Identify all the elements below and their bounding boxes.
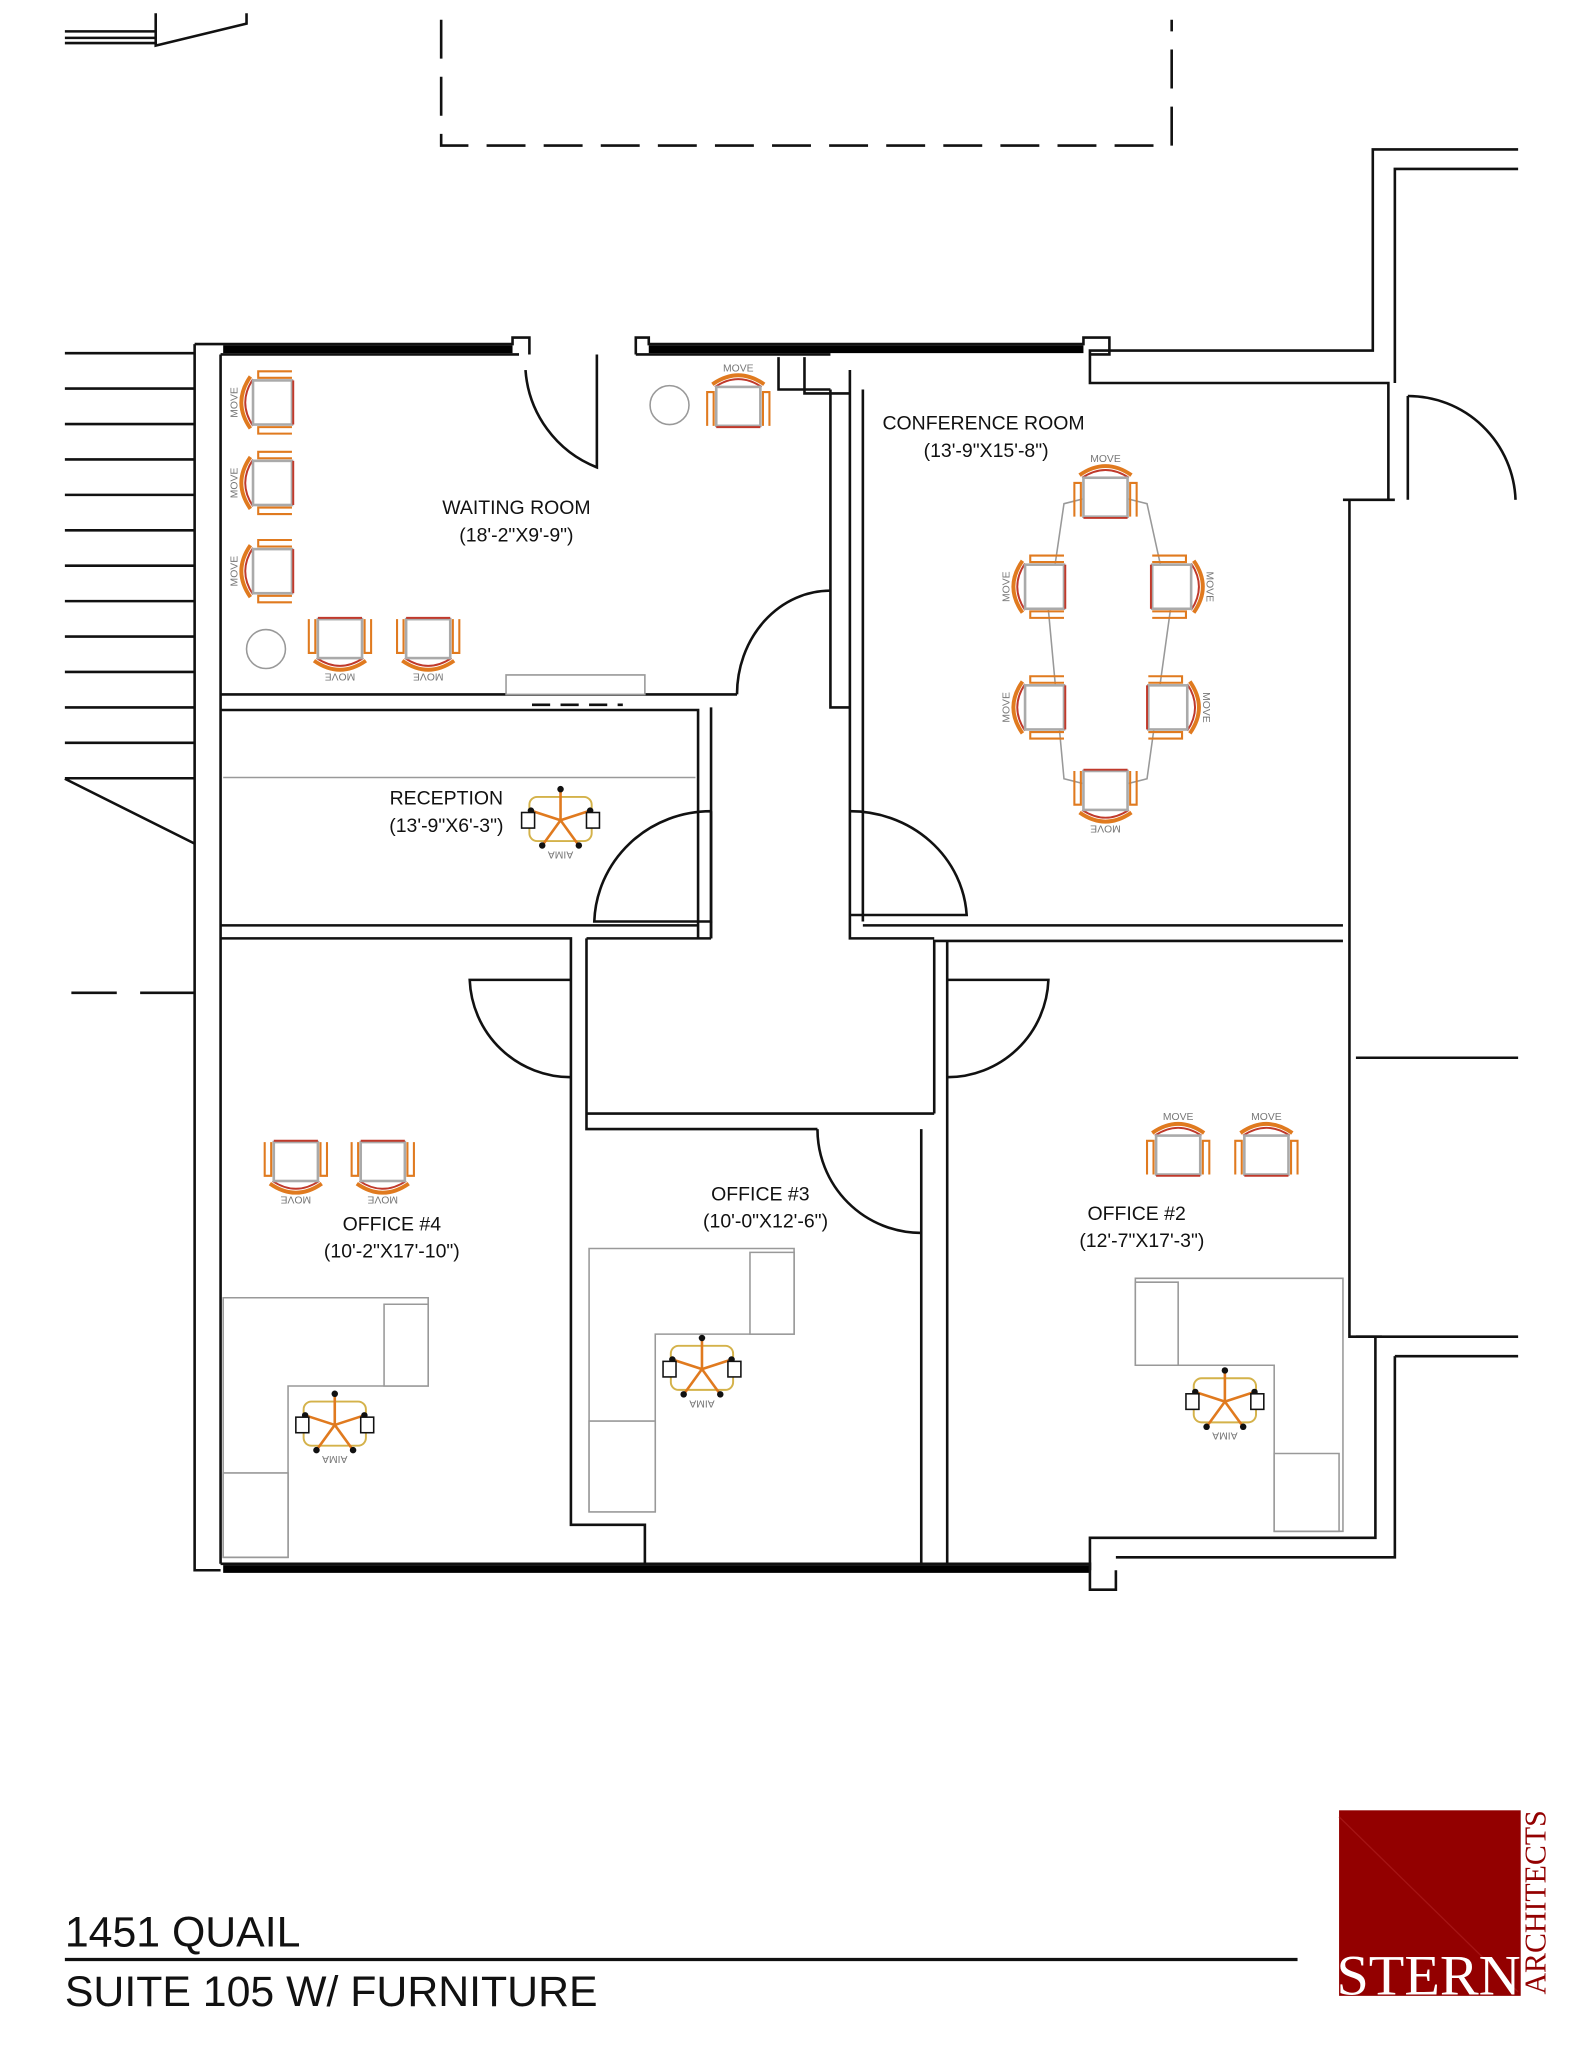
armchair: MOVE <box>263 1139 329 1205</box>
chair-label: MOVE <box>1251 1112 1282 1123</box>
armchair: MOVE <box>1234 1112 1299 1177</box>
task-chair-label: AIMA <box>548 848 573 859</box>
chair-label: MOVE <box>1090 454 1121 465</box>
armchair: MOVE <box>1073 768 1138 833</box>
reception-name: RECEPTION <box>390 788 504 810</box>
chair-label: MOVE <box>229 468 240 499</box>
task-chair: AIMA <box>295 1390 375 1464</box>
chair-label: MOVE <box>1200 692 1211 723</box>
stair-edge <box>64 777 196 995</box>
conference-room-name: CONFERENCE ROOM <box>882 413 1084 435</box>
task-chair-label: AIMA <box>322 1453 347 1464</box>
side-table <box>649 384 690 426</box>
armchair: MOVE <box>1145 1112 1211 1177</box>
project-address: 1451 QUAIL <box>65 1909 301 1957</box>
waiting-room-name: WAITING ROOM <box>442 497 590 519</box>
office2-size: (12'-7"X17'-3") <box>1079 1230 1204 1252</box>
armchair: MOVE <box>307 616 373 682</box>
conference-table <box>1047 492 1172 790</box>
logo-name: STERN <box>1336 1945 1520 2008</box>
chairs: MOVE MOVE MOVE MOVE MOVE MOVE MOVE MOVE MOVE MOVE… <box>229 363 1299 1464</box>
exterior-walls <box>193 336 1395 1592</box>
office3-name: OFFICE #3 <box>711 1183 809 1205</box>
task-chair: AIMA <box>1185 1367 1265 1441</box>
armchair: MOVE <box>706 363 771 429</box>
chair-label: MOVE <box>325 671 356 682</box>
chair-label: MOVE <box>1001 571 1012 602</box>
office3-size: (10'-0"X12'-6") <box>703 1211 828 1233</box>
chair-label: MOVE <box>413 671 444 682</box>
armchair: MOVE <box>1001 675 1067 740</box>
chair-label: MOVE <box>229 556 240 587</box>
stairs <box>64 351 195 780</box>
chair-label: MOVE <box>1204 571 1215 602</box>
office4-name: OFFICE #4 <box>343 1213 442 1235</box>
armchair: MOVE <box>1146 675 1211 740</box>
armchair: MOVE <box>396 616 461 682</box>
task-chair-label: AIMA <box>1212 1430 1237 1441</box>
armchair: MOVE <box>350 1139 415 1205</box>
armchair: MOVE <box>1001 554 1067 619</box>
reception-size: (13'-9"X6'-3") <box>389 815 503 837</box>
task-chair: AIMA <box>520 785 601 859</box>
conference-room-size: (13'-9"X15'-8") <box>924 440 1049 462</box>
armchair: MOVE <box>1073 454 1138 519</box>
armchair: MOVE <box>229 538 295 604</box>
chair-label: MOVE <box>1001 692 1012 723</box>
furniture-static <box>222 384 1344 1559</box>
context-lines <box>64 13 1519 1571</box>
chair-label: MOVE <box>229 387 240 418</box>
project-subtitle: SUITE 105 W/ FURNITURE <box>65 1968 598 2016</box>
task-chair: AIMA <box>662 1334 742 1408</box>
chair-label: MOVE <box>280 1194 311 1205</box>
armchair: MOVE <box>1149 554 1215 619</box>
chair-label: MOVE <box>367 1194 398 1205</box>
task-chair-label: AIMA <box>689 1397 714 1408</box>
armchair: MOVE <box>229 450 295 516</box>
stern-architects-logo: STERN ARCHITECTS <box>1336 1810 1552 2008</box>
logo-tagline: ARCHITECTS <box>1517 1810 1552 1994</box>
chair-label: MOVE <box>1090 822 1121 833</box>
office4-size: (10'-2"X17'-10") <box>324 1241 460 1263</box>
waiting-room-size: (18'-2"X9'-9") <box>459 524 573 546</box>
chair-label: MOVE <box>1163 1112 1194 1123</box>
doors <box>468 354 1050 1235</box>
armchair: MOVE <box>229 370 295 435</box>
chair-label: MOVE <box>723 363 754 374</box>
office2-name: OFFICE #2 <box>1087 1203 1185 1225</box>
side-table <box>245 628 287 670</box>
